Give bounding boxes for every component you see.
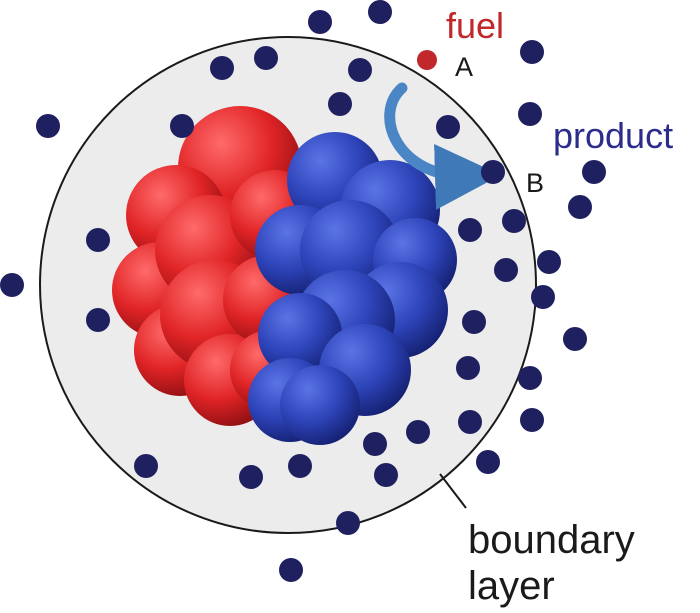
point-b-label: B: [526, 168, 545, 198]
navy-dot-icon: [308, 10, 332, 34]
navy-dot-icon: [134, 454, 158, 478]
navy-dot-icon: [520, 40, 544, 64]
fuel-label: fuel: [446, 5, 505, 46]
navy-dot-icon: [481, 160, 505, 184]
navy-dot-icon: [86, 228, 110, 252]
catalyst-blue-half: [248, 132, 457, 445]
navy-dot-icon: [406, 420, 430, 444]
navy-dot-icon: [502, 209, 526, 233]
product-label: product: [553, 115, 674, 156]
navy-dot-icon: [0, 273, 24, 297]
navy-dot-icon: [582, 160, 606, 184]
navy-dot-icon: [86, 308, 110, 332]
navy-dot-icon: [279, 558, 303, 582]
boundary-label-line2: layer: [468, 564, 555, 608]
navy-dot-icon: [210, 56, 234, 80]
catalyst-red-half: [112, 106, 320, 426]
navy-dot-icon: [254, 46, 278, 70]
navy-dot-icon: [563, 327, 587, 351]
navy-dot-icon: [436, 115, 460, 139]
boundary-pointer-line: [439, 473, 467, 509]
navy-dot-icon: [476, 450, 500, 474]
navy-dot-icon: [348, 58, 372, 82]
navy-dot-icon: [368, 0, 392, 24]
navy-dot-icon: [520, 408, 544, 432]
navy-dot-icon: [374, 463, 398, 487]
navy-dot-icon: [518, 366, 542, 390]
navy-dot-icon: [363, 432, 387, 456]
navy-dot-icon: [170, 114, 194, 138]
navy-dot-icon: [288, 454, 312, 478]
navy-dot-icon: [568, 195, 592, 219]
boundary-label-line1: boundary: [468, 518, 635, 562]
navy-dot-icon: [456, 356, 480, 380]
red-dot-icon: [417, 50, 437, 70]
navy-dot-icon: [494, 258, 518, 282]
navy-dot-icon: [518, 102, 542, 126]
navy-dot-icon: [36, 114, 60, 138]
point-a-label: A: [455, 52, 474, 82]
navy-dot-icon: [537, 250, 561, 274]
navy-dot-icon: [458, 218, 482, 242]
curved-arrow-icon: [384, 82, 501, 210]
navy-dot-icon: [458, 410, 482, 434]
product-molecules: [0, 0, 606, 582]
catalyst-particle: [112, 106, 457, 445]
navy-dot-icon: [328, 92, 352, 116]
navy-dot-icon: [336, 511, 360, 535]
navy-dot-icon: [531, 285, 555, 309]
navy-dot-icon: [462, 310, 486, 334]
navy-dot-icon: [239, 465, 263, 489]
